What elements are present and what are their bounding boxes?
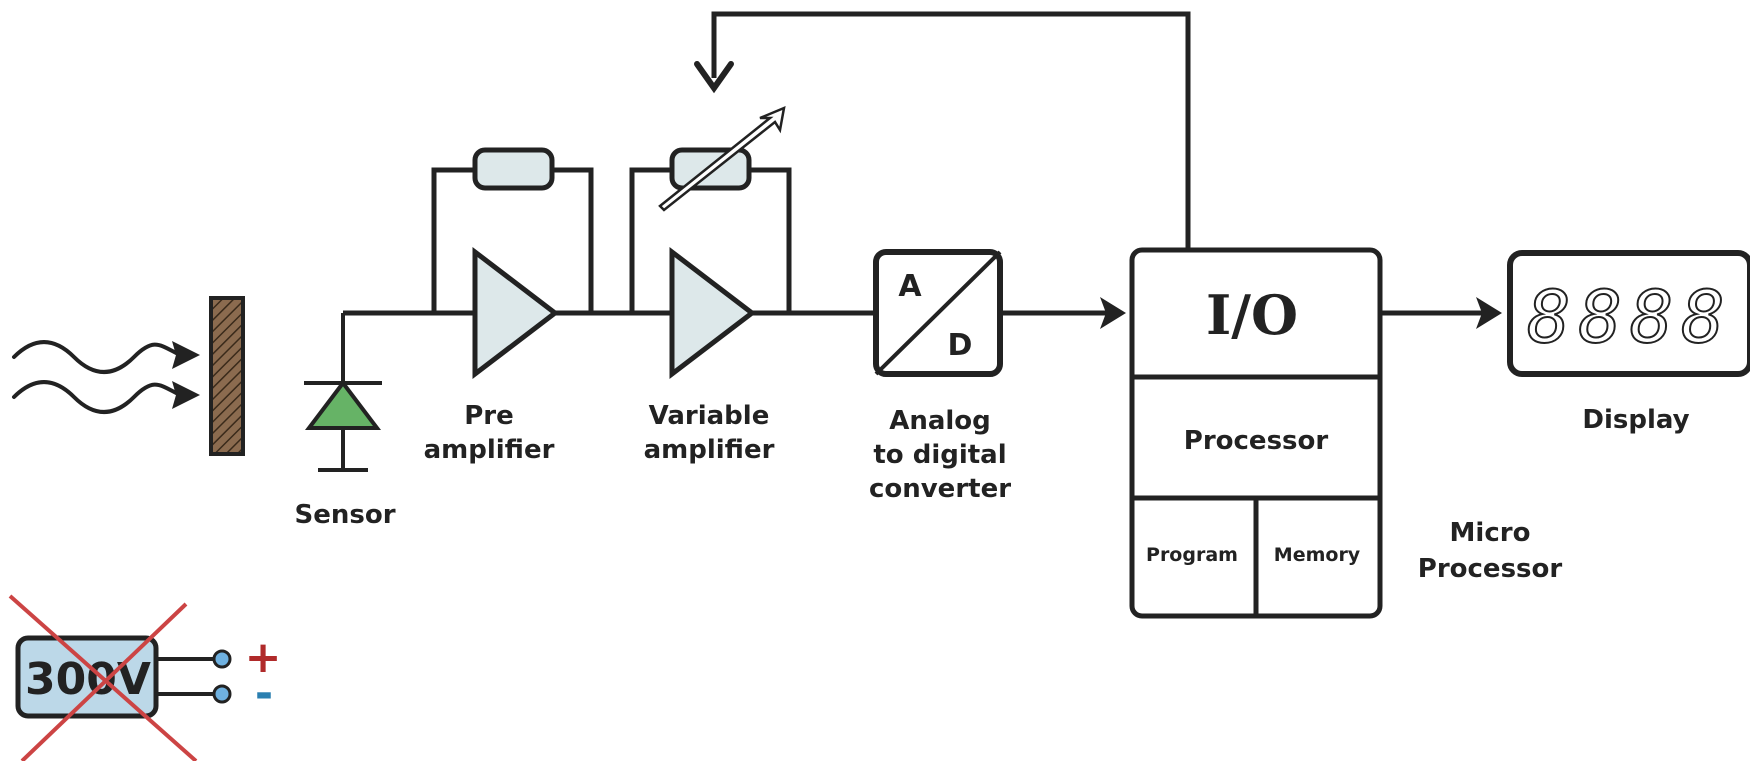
micro-label-line1: Micro	[1450, 518, 1531, 548]
var-amp-label-line2: amplifier	[644, 435, 775, 465]
program-label: Program	[1146, 544, 1238, 566]
arrow-to-display-icon	[1476, 297, 1502, 329]
memory-label: Memory	[1274, 544, 1361, 566]
seven-segment-display-icon	[1507, 250, 1750, 377]
io-label: I/O	[1206, 283, 1298, 347]
sensor-label: Sensor	[294, 500, 395, 530]
display-readout: 8888	[1527, 275, 1732, 359]
cross-icon	[8, 594, 198, 761]
variable-amplifier	[629, 147, 792, 380]
micro-label-line2: Processor	[1418, 554, 1563, 584]
minus-sign: -	[255, 668, 273, 719]
triangle-amplifier-icon	[472, 246, 560, 380]
feedback-arrow-icon	[694, 61, 734, 94]
adc-letter-a: A	[898, 269, 922, 304]
feedback-line	[711, 11, 1191, 250]
resistor-icon	[472, 147, 555, 191]
photodiode-icon	[304, 313, 382, 472]
pre-amplifier	[431, 147, 594, 380]
triangle-amplifier-icon	[669, 246, 757, 380]
adc-label-line3: converter	[869, 474, 1011, 504]
wavy-arrows-icon	[12, 340, 200, 414]
adjust-arrow-icon	[658, 105, 786, 212]
display-label: Display	[1582, 405, 1689, 435]
arrow-to-io-icon	[1100, 297, 1126, 329]
var-amp-label-line1: Variable	[649, 401, 770, 431]
adc-label-line1: Analog	[889, 406, 991, 436]
microprocessor	[1129, 247, 1383, 619]
hatched-wall-icon	[209, 296, 245, 456]
pre-amp-label-line1: Pre	[464, 401, 514, 431]
processor-label: Processor	[1184, 426, 1329, 456]
adc-label-line2: to digital	[873, 440, 1006, 470]
adc-letter-d: D	[948, 328, 973, 363]
pre-amp-label-line2: amplifier	[424, 435, 555, 465]
adc-icon	[873, 249, 1003, 377]
plus-sign: +	[245, 632, 282, 683]
